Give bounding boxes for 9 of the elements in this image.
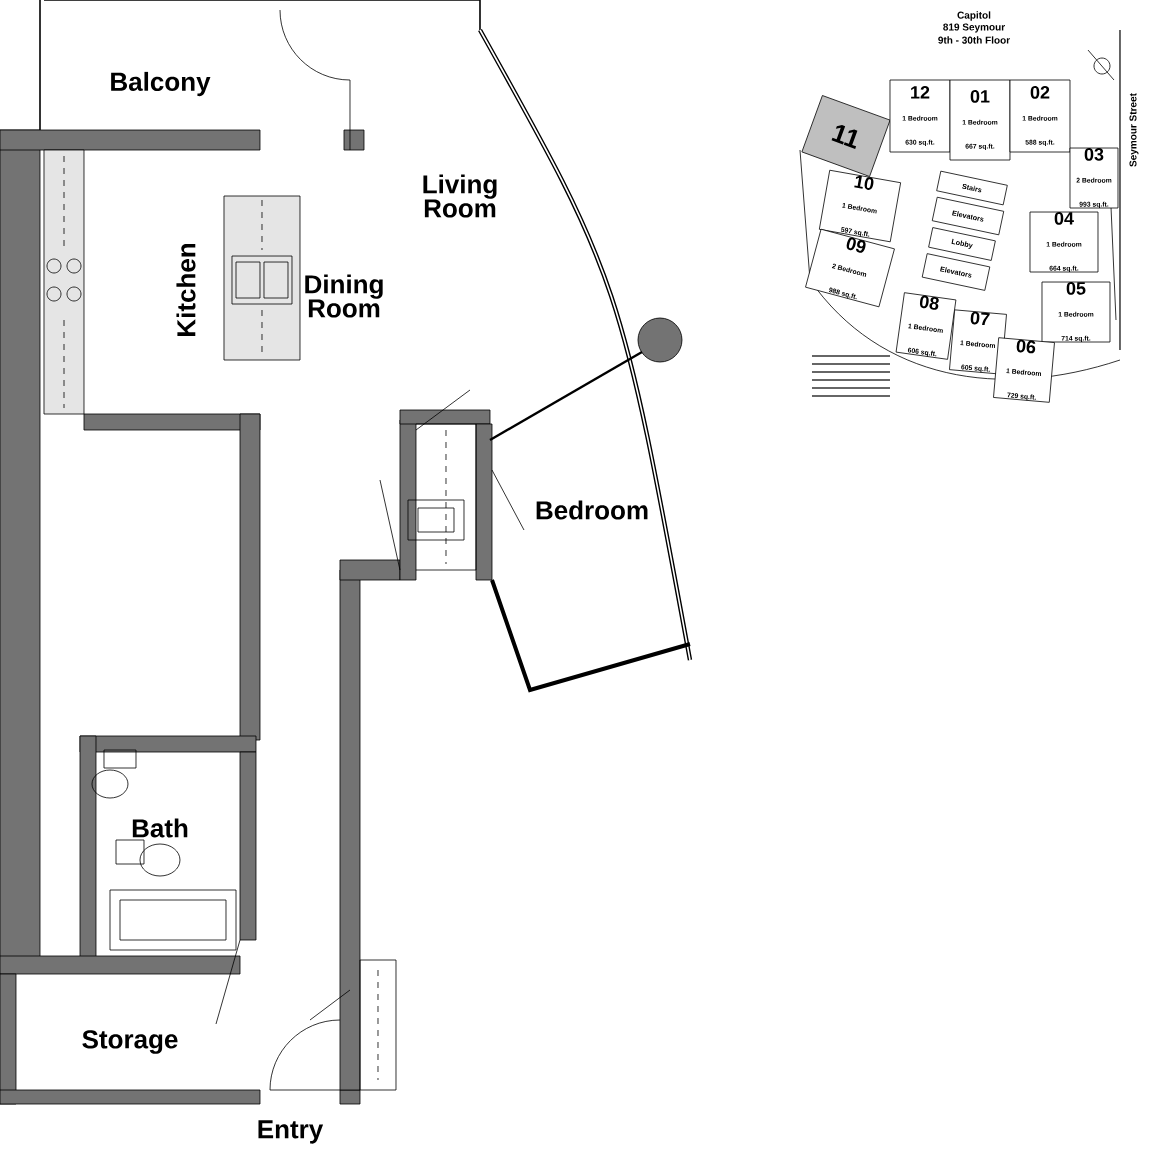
room-label: Balcony	[111, 71, 211, 97]
room-label: Storage	[82, 1030, 178, 1054]
room-label: Dining Room	[305, 274, 383, 318]
room-label: Kitchen	[176, 243, 196, 336]
room-label: Living Room	[423, 174, 497, 218]
unit-box: 11	[801, 95, 891, 177]
room-label: Entry	[258, 1120, 324, 1144]
room-label: Bath	[132, 818, 188, 838]
room-label: Bedroom	[536, 500, 648, 520]
